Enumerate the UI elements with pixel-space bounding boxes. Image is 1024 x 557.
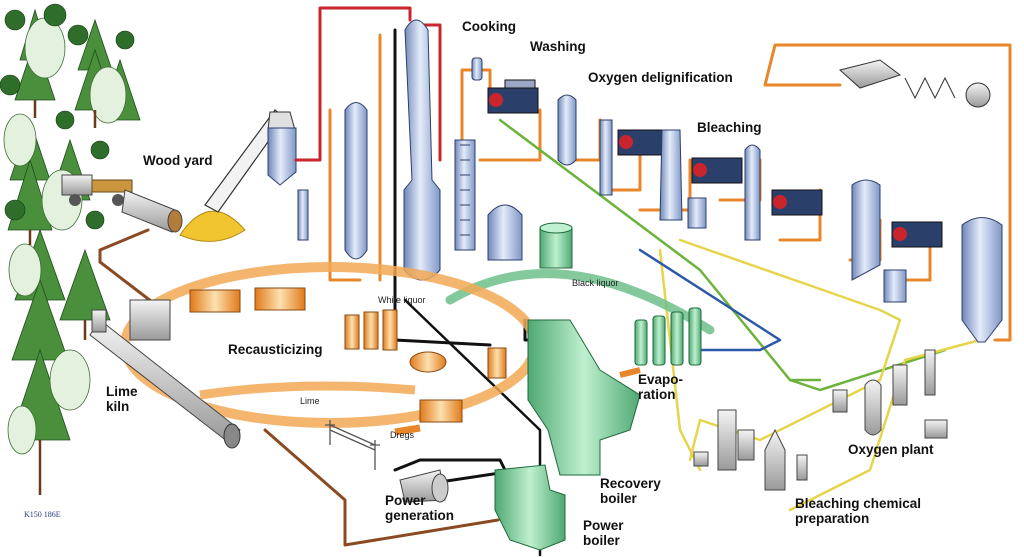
chemical-line [678,238,902,462]
pipework [98,6,1012,557]
chip-pile [179,210,246,242]
causticizers [189,287,306,313]
white-liquor-tanks [344,309,398,351]
label-recovery-boiler-1: Recovery [600,476,661,491]
slaker [409,347,507,379]
black-liquor-tank [539,222,573,269]
label-cooking: Cooking [462,19,516,34]
label-oxygen-delignification: Oxygen delignification [588,70,733,85]
label-bleaching-chemical-1: Bleaching chemical [795,496,921,511]
filtrate-line [638,248,782,352]
oxygen-reactor [557,94,613,196]
chip-silo [267,127,309,241]
pulp-line [328,108,362,282]
evaporators [634,307,702,366]
label-power-boiler-2: boiler [583,533,621,548]
bleach-tower-3 [851,179,907,303]
label-evaporation-1: Evapo- [638,372,683,387]
label-washing: Washing [530,39,586,54]
label-power-boiler-1: Power [583,518,624,533]
label-recovery-boiler-2: boiler [600,491,638,506]
wash-press-4 [771,189,823,216]
drawing-code: K150 186E [24,510,61,519]
power-boiler [494,464,566,551]
label-recausticizing: Recausticizing [228,342,323,357]
wash-press-5 [891,221,943,248]
label-white-liquor: White liquor [378,295,426,305]
label-oxygen-plant: Oxygen plant [848,442,934,457]
log-truck [61,174,133,206]
recovery-boiler [527,319,641,476]
turbine-generator [399,469,449,503]
label-power-generation-1: Power [385,493,426,508]
label-evaporation-2: ration [638,387,676,402]
impregnation-vessel [344,102,368,260]
label-lime-kiln-1: Lime [106,384,138,399]
lime-line [98,228,150,264]
label-wood-yard: Wood yard [143,153,213,168]
lime-kiln [89,299,241,449]
bleach-tower-1 [659,129,707,229]
label-bleaching: Bleaching [697,120,762,135]
label-dregs: Dregs [390,430,415,440]
pulp-storage-tower [961,217,1003,343]
label-lime-kiln-2: kiln [106,399,129,414]
forest-illustration: K150 186E [0,3,141,519]
diagram-labels: Cooking Washing Oxygen delignification B… [106,19,934,548]
drying-machine [838,59,991,108]
label-black-liquor: Black liquor [572,278,619,288]
digester [403,19,441,281]
washing-column [454,57,523,261]
debarking-drum [121,189,183,233]
label-lime: Lime [300,396,320,406]
label-power-generation-2: generation [385,508,454,523]
oxygen-plant-equipment [832,349,948,439]
power-line-poles [325,420,380,470]
bleach-tower-2 [744,144,761,241]
label-bleaching-chemical-2: preparation [795,511,869,526]
steam-line [294,6,412,162]
bleaching-chemical-plant [693,409,808,491]
wash-press-3 [691,157,743,184]
wash-press-1 [487,79,539,114]
wash-press-2 [617,129,669,156]
dregs-filter [419,399,463,423]
